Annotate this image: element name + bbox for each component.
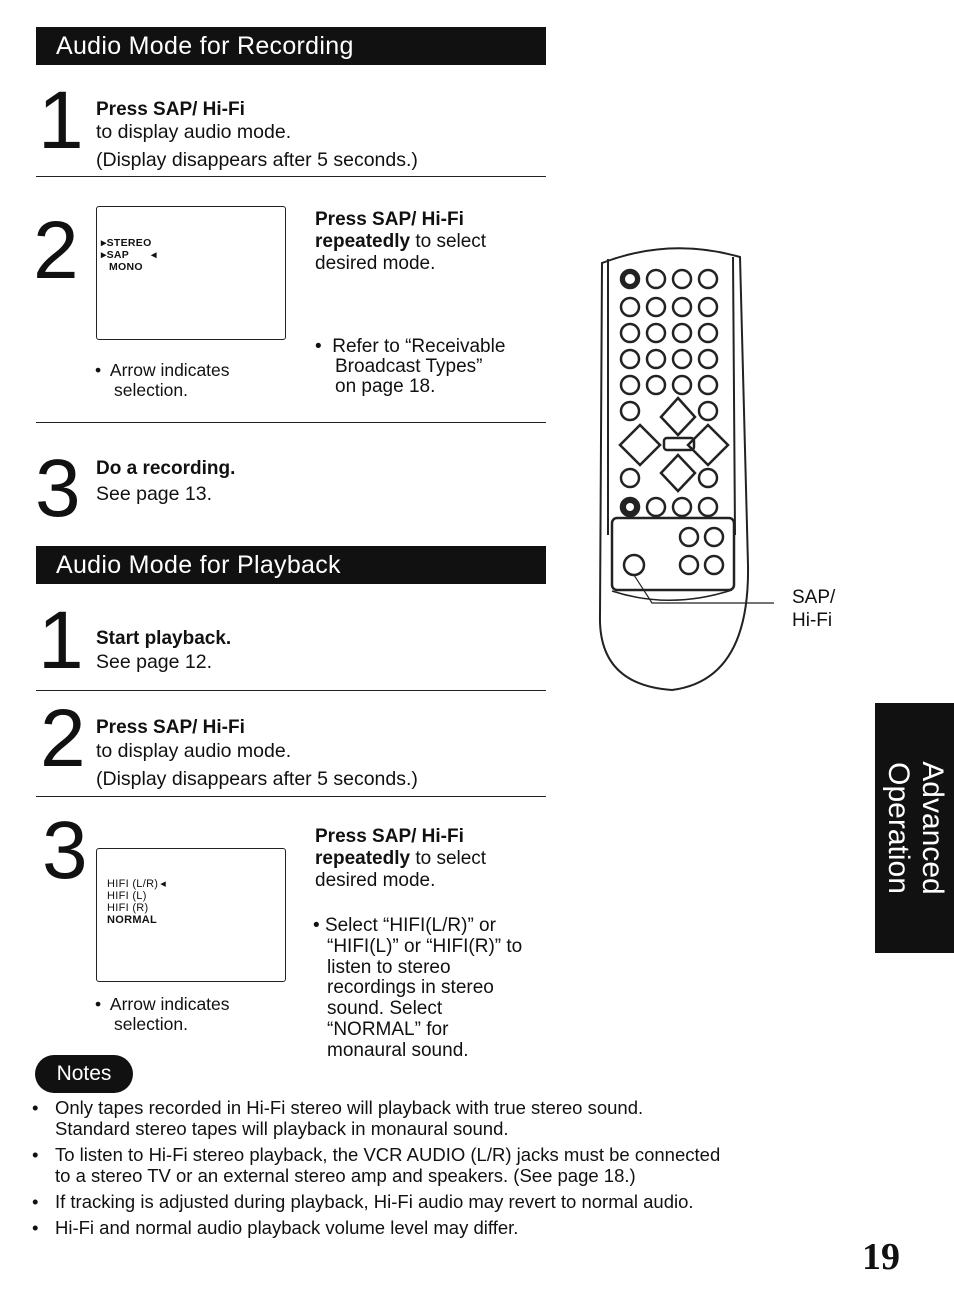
remote-control-illustration	[598, 247, 774, 692]
osd-item: HIFI (L/R)	[107, 878, 159, 890]
step-heading: Press SAP/ Hi-Fi	[96, 99, 245, 120]
osd-item: SAP	[106, 249, 130, 261]
notes-list: Only tapes recorded in Hi-Fi stereo will…	[30, 1097, 850, 1243]
osd-item: NORMAL	[107, 914, 158, 926]
step-text: to display audio mode.	[96, 740, 292, 762]
callout-line	[633, 574, 774, 604]
step-heading: Press SAP/ Hi-Fi	[96, 717, 245, 738]
section-banner-playback: Audio Mode for Playback	[36, 546, 546, 584]
page-number: 19	[862, 1236, 900, 1278]
note-item: Hi-Fi and normal audio playback volume l…	[30, 1217, 850, 1238]
step-number: 3	[42, 805, 88, 896]
osd-menu: ▸STEREO ▸SAP◂ MONO	[101, 237, 157, 273]
caption: • Arrow indicates selection.	[95, 994, 230, 1034]
section-banner-recording: Audio Mode for Recording	[36, 27, 546, 65]
step-number: 1	[38, 595, 84, 686]
notes-label: Notes	[35, 1055, 133, 1093]
step-text: (Display disappears after 5 seconds.)	[96, 768, 418, 790]
step-number: 3	[35, 443, 81, 534]
note-item: Only tapes recorded in Hi-Fi stereo will…	[30, 1097, 850, 1139]
step-number: 1	[38, 75, 84, 166]
osd-item: HIFI (L)	[107, 890, 147, 902]
divider	[36, 690, 546, 691]
osd-item: HIFI (R)	[107, 902, 149, 914]
chapter-side-tab-label: Advanced Operation	[882, 761, 949, 895]
caption: • Arrow indicates selection.	[95, 360, 230, 400]
note-item: To listen to Hi-Fi stereo playback, the …	[30, 1144, 850, 1186]
osd-item: MONO	[109, 261, 143, 273]
remote-buttons	[610, 268, 736, 592]
tv-screen-osd: HIFI (L/R)◂ HIFI (L) HIFI (R) NORMAL	[96, 848, 286, 982]
selection-arrow-icon: ◂	[160, 878, 167, 890]
step-text: See page 12.	[96, 651, 213, 673]
osd-item: STEREO	[106, 237, 152, 249]
note-item: If tracking is adjusted during playback,…	[30, 1191, 850, 1212]
step-number: 2	[33, 205, 79, 296]
divider	[36, 176, 546, 177]
step-instruction: Press SAP/ Hi-Fi repeatedly to select de…	[315, 826, 487, 891]
selection-note: • Select “HIFI(L/R)” or “HIFI(L)” or “HI…	[313, 915, 523, 1061]
step-heading: Start playback.	[96, 628, 232, 649]
osd-menu: HIFI (L/R)◂ HIFI (L) HIFI (R) NORMAL	[107, 878, 166, 926]
step-text: to display audio mode.	[96, 121, 292, 143]
tv-screen-osd: ▸STEREO ▸SAP◂ MONO	[96, 206, 286, 340]
step-number: 2	[40, 693, 86, 784]
step-text: See page 13.	[96, 483, 213, 505]
chapter-side-tab	[875, 703, 954, 953]
step-text: (Display disappears after 5 seconds.)	[96, 149, 418, 171]
divider	[36, 796, 546, 797]
selection-arrow-icon: ◂	[151, 249, 157, 261]
step-heading: Do a recording.	[96, 458, 236, 479]
remote-body	[598, 247, 750, 692]
reference-note: • Refer to “Receivable Broadcast Types” …	[315, 336, 506, 397]
step-instruction: Press SAP/ Hi-Fi repeatedly to select de…	[315, 209, 487, 274]
divider	[36, 422, 546, 423]
remote-callout-label: SAP/ Hi-Fi	[792, 587, 836, 631]
